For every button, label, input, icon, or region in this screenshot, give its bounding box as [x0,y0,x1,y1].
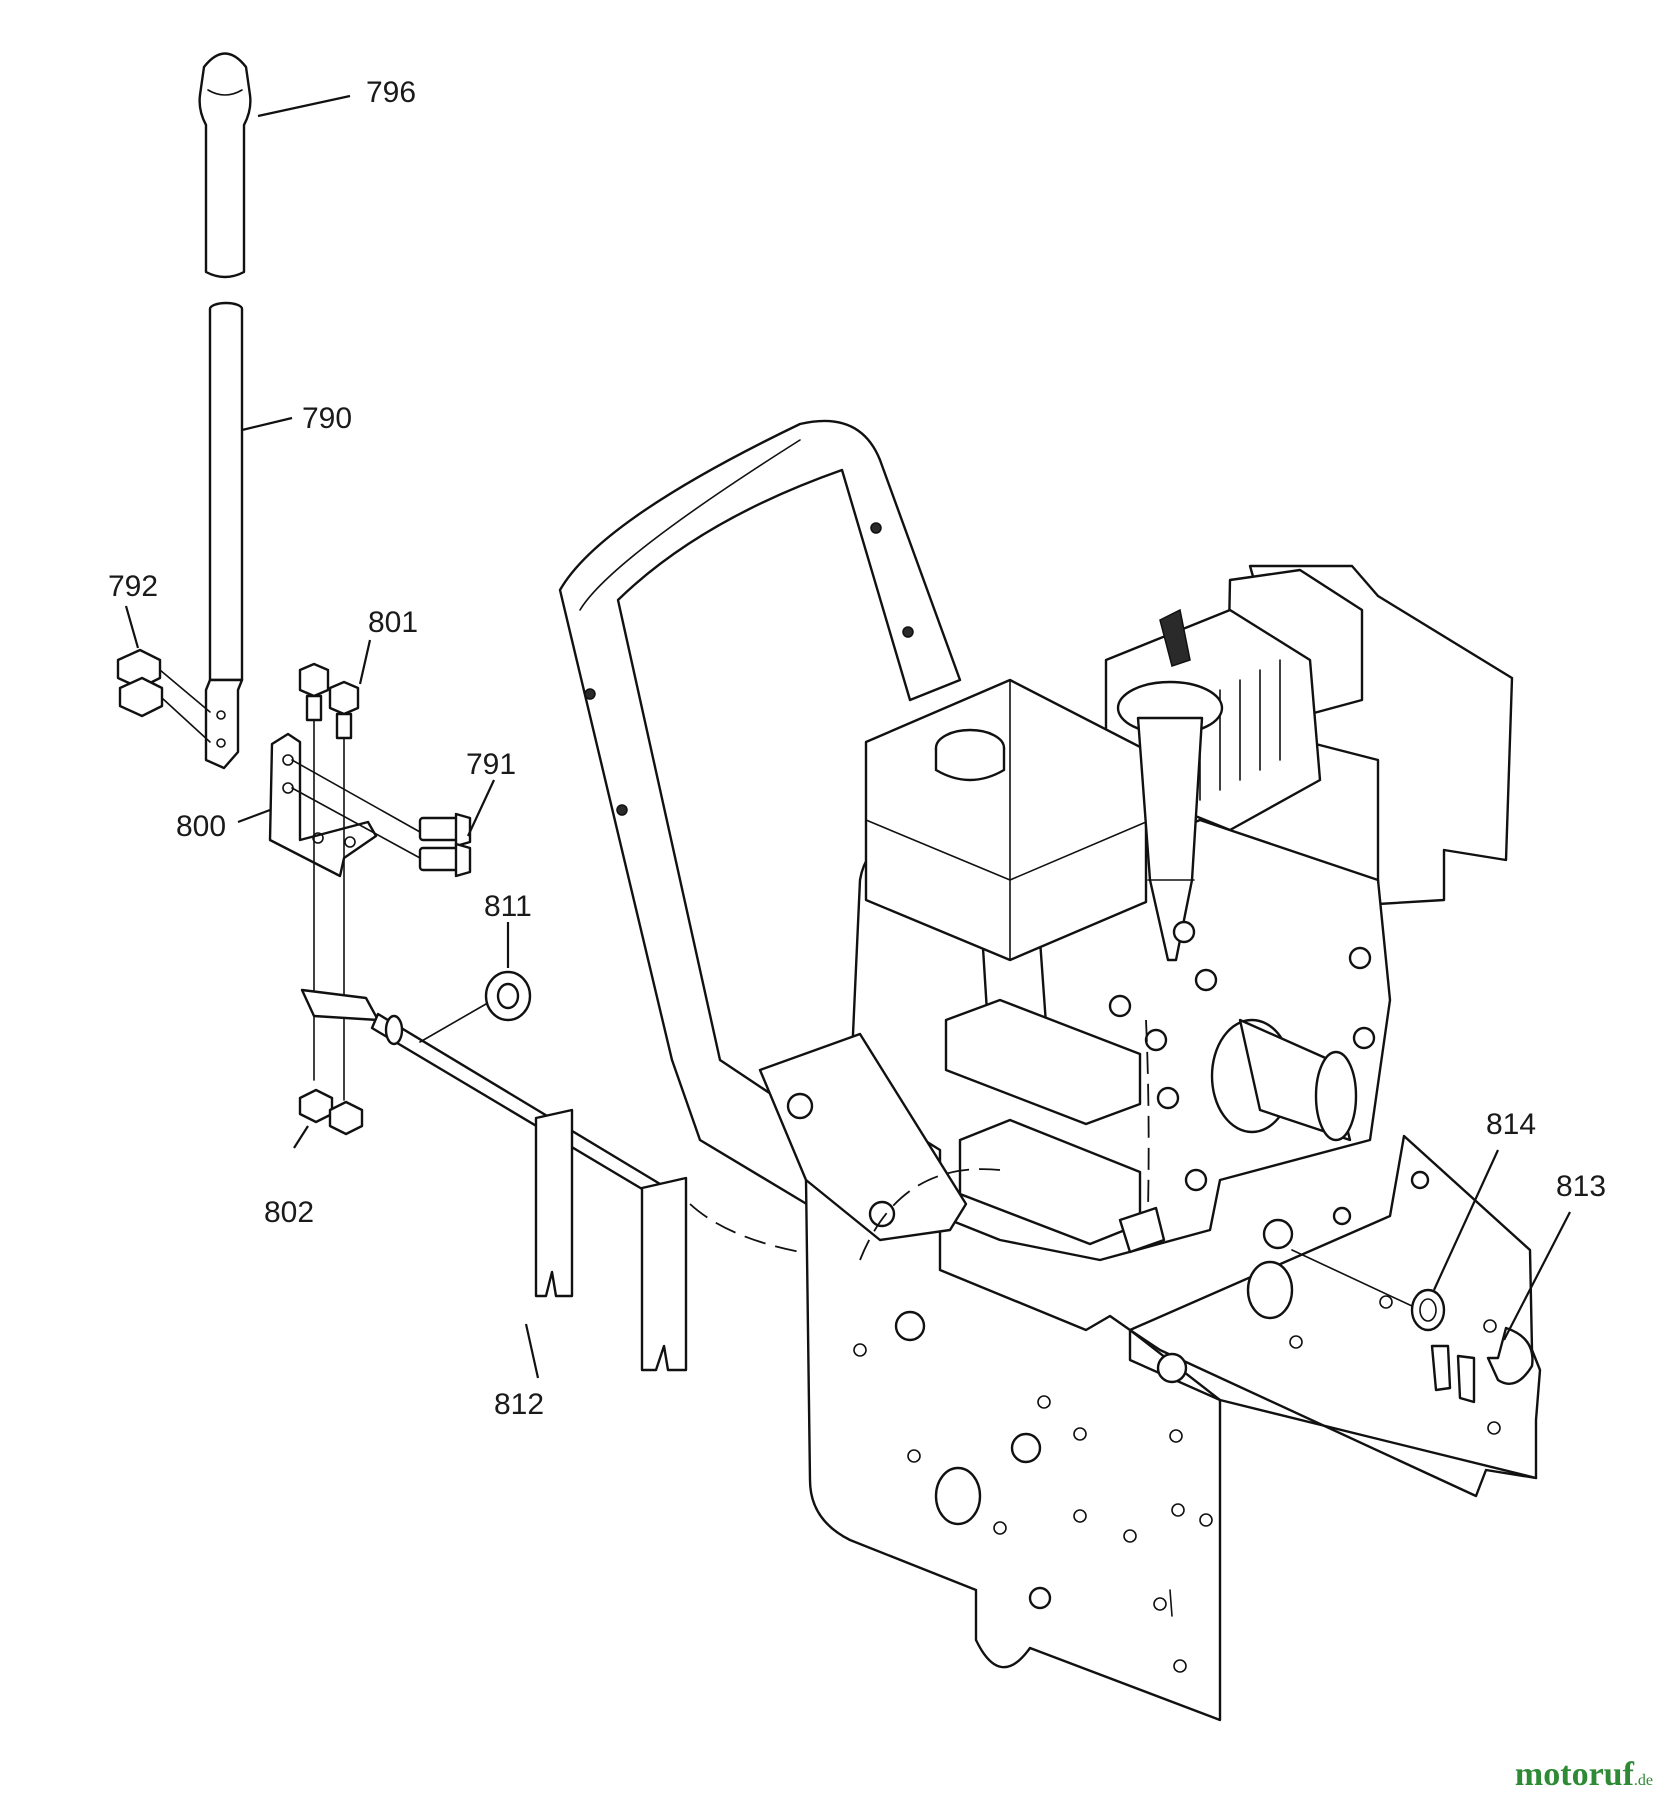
leader-814 [1432,1149,1500,1291]
leader-812 [524,1323,540,1379]
bolts-801 [298,662,360,1101]
part-label-813: 813 [1556,1170,1606,1203]
bushing-811 [484,970,532,1022]
part-label-811: 811 [484,890,532,923]
part-label-800: 800 [176,810,226,843]
leader-790 [241,416,293,432]
chassis-plate [758,1019,1542,1722]
leader-802 [293,1125,309,1149]
handle-frame [558,419,962,1262]
leader-792 [124,605,140,649]
bracket-800 [268,732,421,878]
leader-813 [1503,1211,1571,1341]
shift-rod-790 [204,301,244,770]
hex-nuts-792 [116,648,211,743]
e-clip-813 [1430,1326,1534,1404]
watermark-suffix: .de [1633,1772,1653,1789]
shift-forks-812 [534,1108,688,1372]
mounting-blocks [944,998,1166,1254]
leader-801 [358,639,372,685]
part-label-792: 792 [108,570,158,603]
bolts-791 [418,812,472,878]
part-label-790: 790 [302,402,352,435]
part-label-814: 814 [1486,1108,1536,1141]
part-label-801: 801 [368,606,418,639]
leader-791 [467,779,495,837]
watermark-brand: motoruf [1514,1756,1634,1793]
part-label-791: 791 [466,748,516,781]
part-label-802: 802 [264,1196,314,1229]
leader-800 [237,808,271,824]
handle-grip-796 [198,52,252,279]
washer-814 [1291,1249,1446,1332]
part-label-812: 812 [494,1388,544,1421]
part-label-796: 796 [366,76,416,109]
watermark-logo: motoruf.de [1515,1756,1653,1794]
leader-796 [257,94,351,118]
hex-nuts-802 [298,1088,364,1136]
